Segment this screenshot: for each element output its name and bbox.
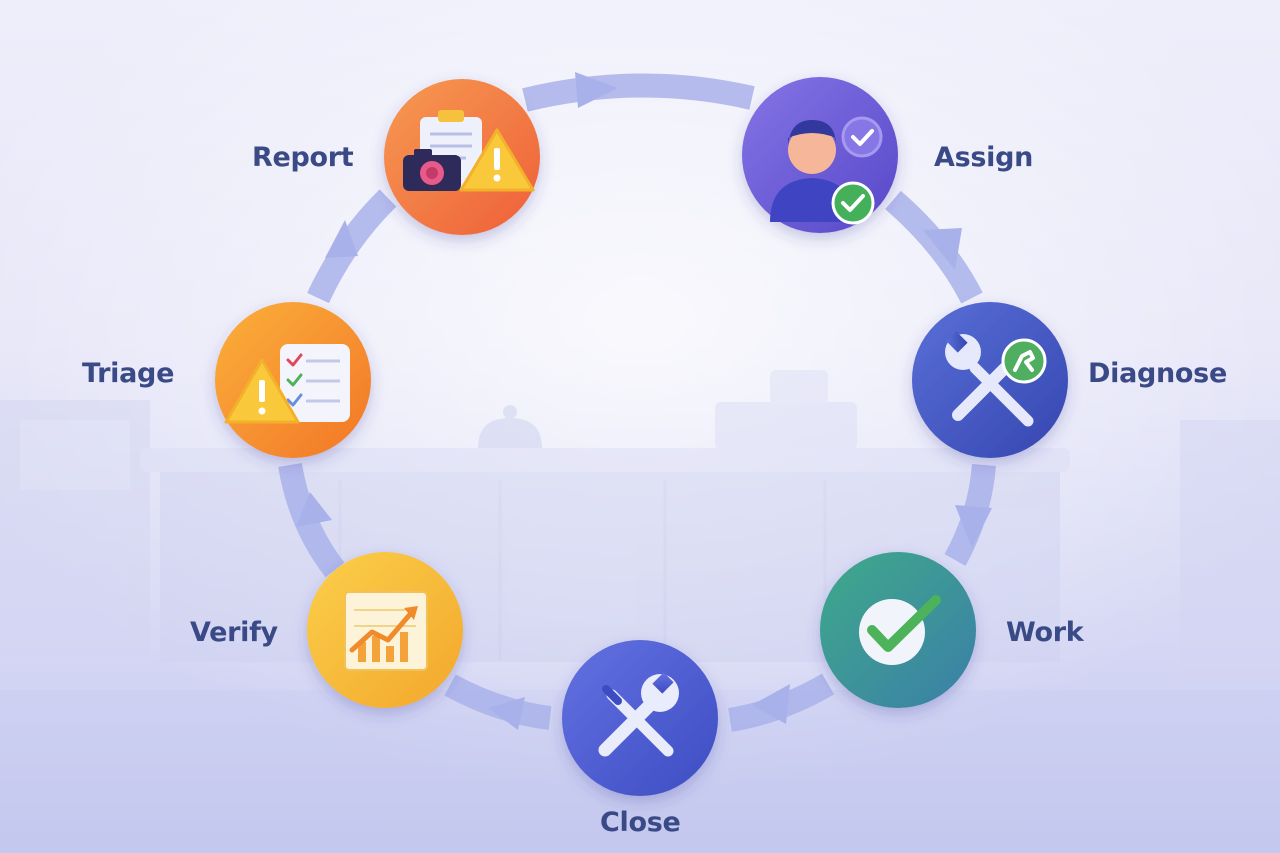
- trend-chart-icon: [344, 591, 428, 671]
- stage-label-verify: Verify: [190, 617, 278, 648]
- stage-label-work: Work: [1006, 617, 1084, 648]
- wrench-screwdriver-icon: [598, 672, 679, 757]
- stage-label-report: Report: [252, 142, 354, 173]
- warning-checklist-icon: [224, 344, 350, 424]
- arrow-report-to-assign: [522, 72, 755, 112]
- arrow-triage-to-report: [307, 189, 397, 304]
- arrow-close-to-verify: [444, 674, 552, 730]
- report-clipboard-camera-warning-icon: [403, 110, 535, 192]
- arrow-verify-to-triage: [278, 462, 345, 578]
- stage-label-assign: Assign: [934, 142, 1034, 173]
- checkmark-icon: [859, 595, 941, 665]
- stage-label-triage: Triage: [82, 358, 175, 389]
- stage-label-diagnose: Diagnose: [1088, 358, 1227, 389]
- connector-arrows: [278, 72, 996, 732]
- arrow-assign-to-diagnose: [885, 190, 983, 304]
- wrench-screwdriver-icon: [945, 331, 1047, 427]
- stage-label-close: Close: [600, 807, 681, 838]
- arrow-work-to-close: [727, 673, 835, 732]
- technician-checkmark-icon: [770, 116, 883, 225]
- arrow-diagnose-to-work: [944, 463, 996, 566]
